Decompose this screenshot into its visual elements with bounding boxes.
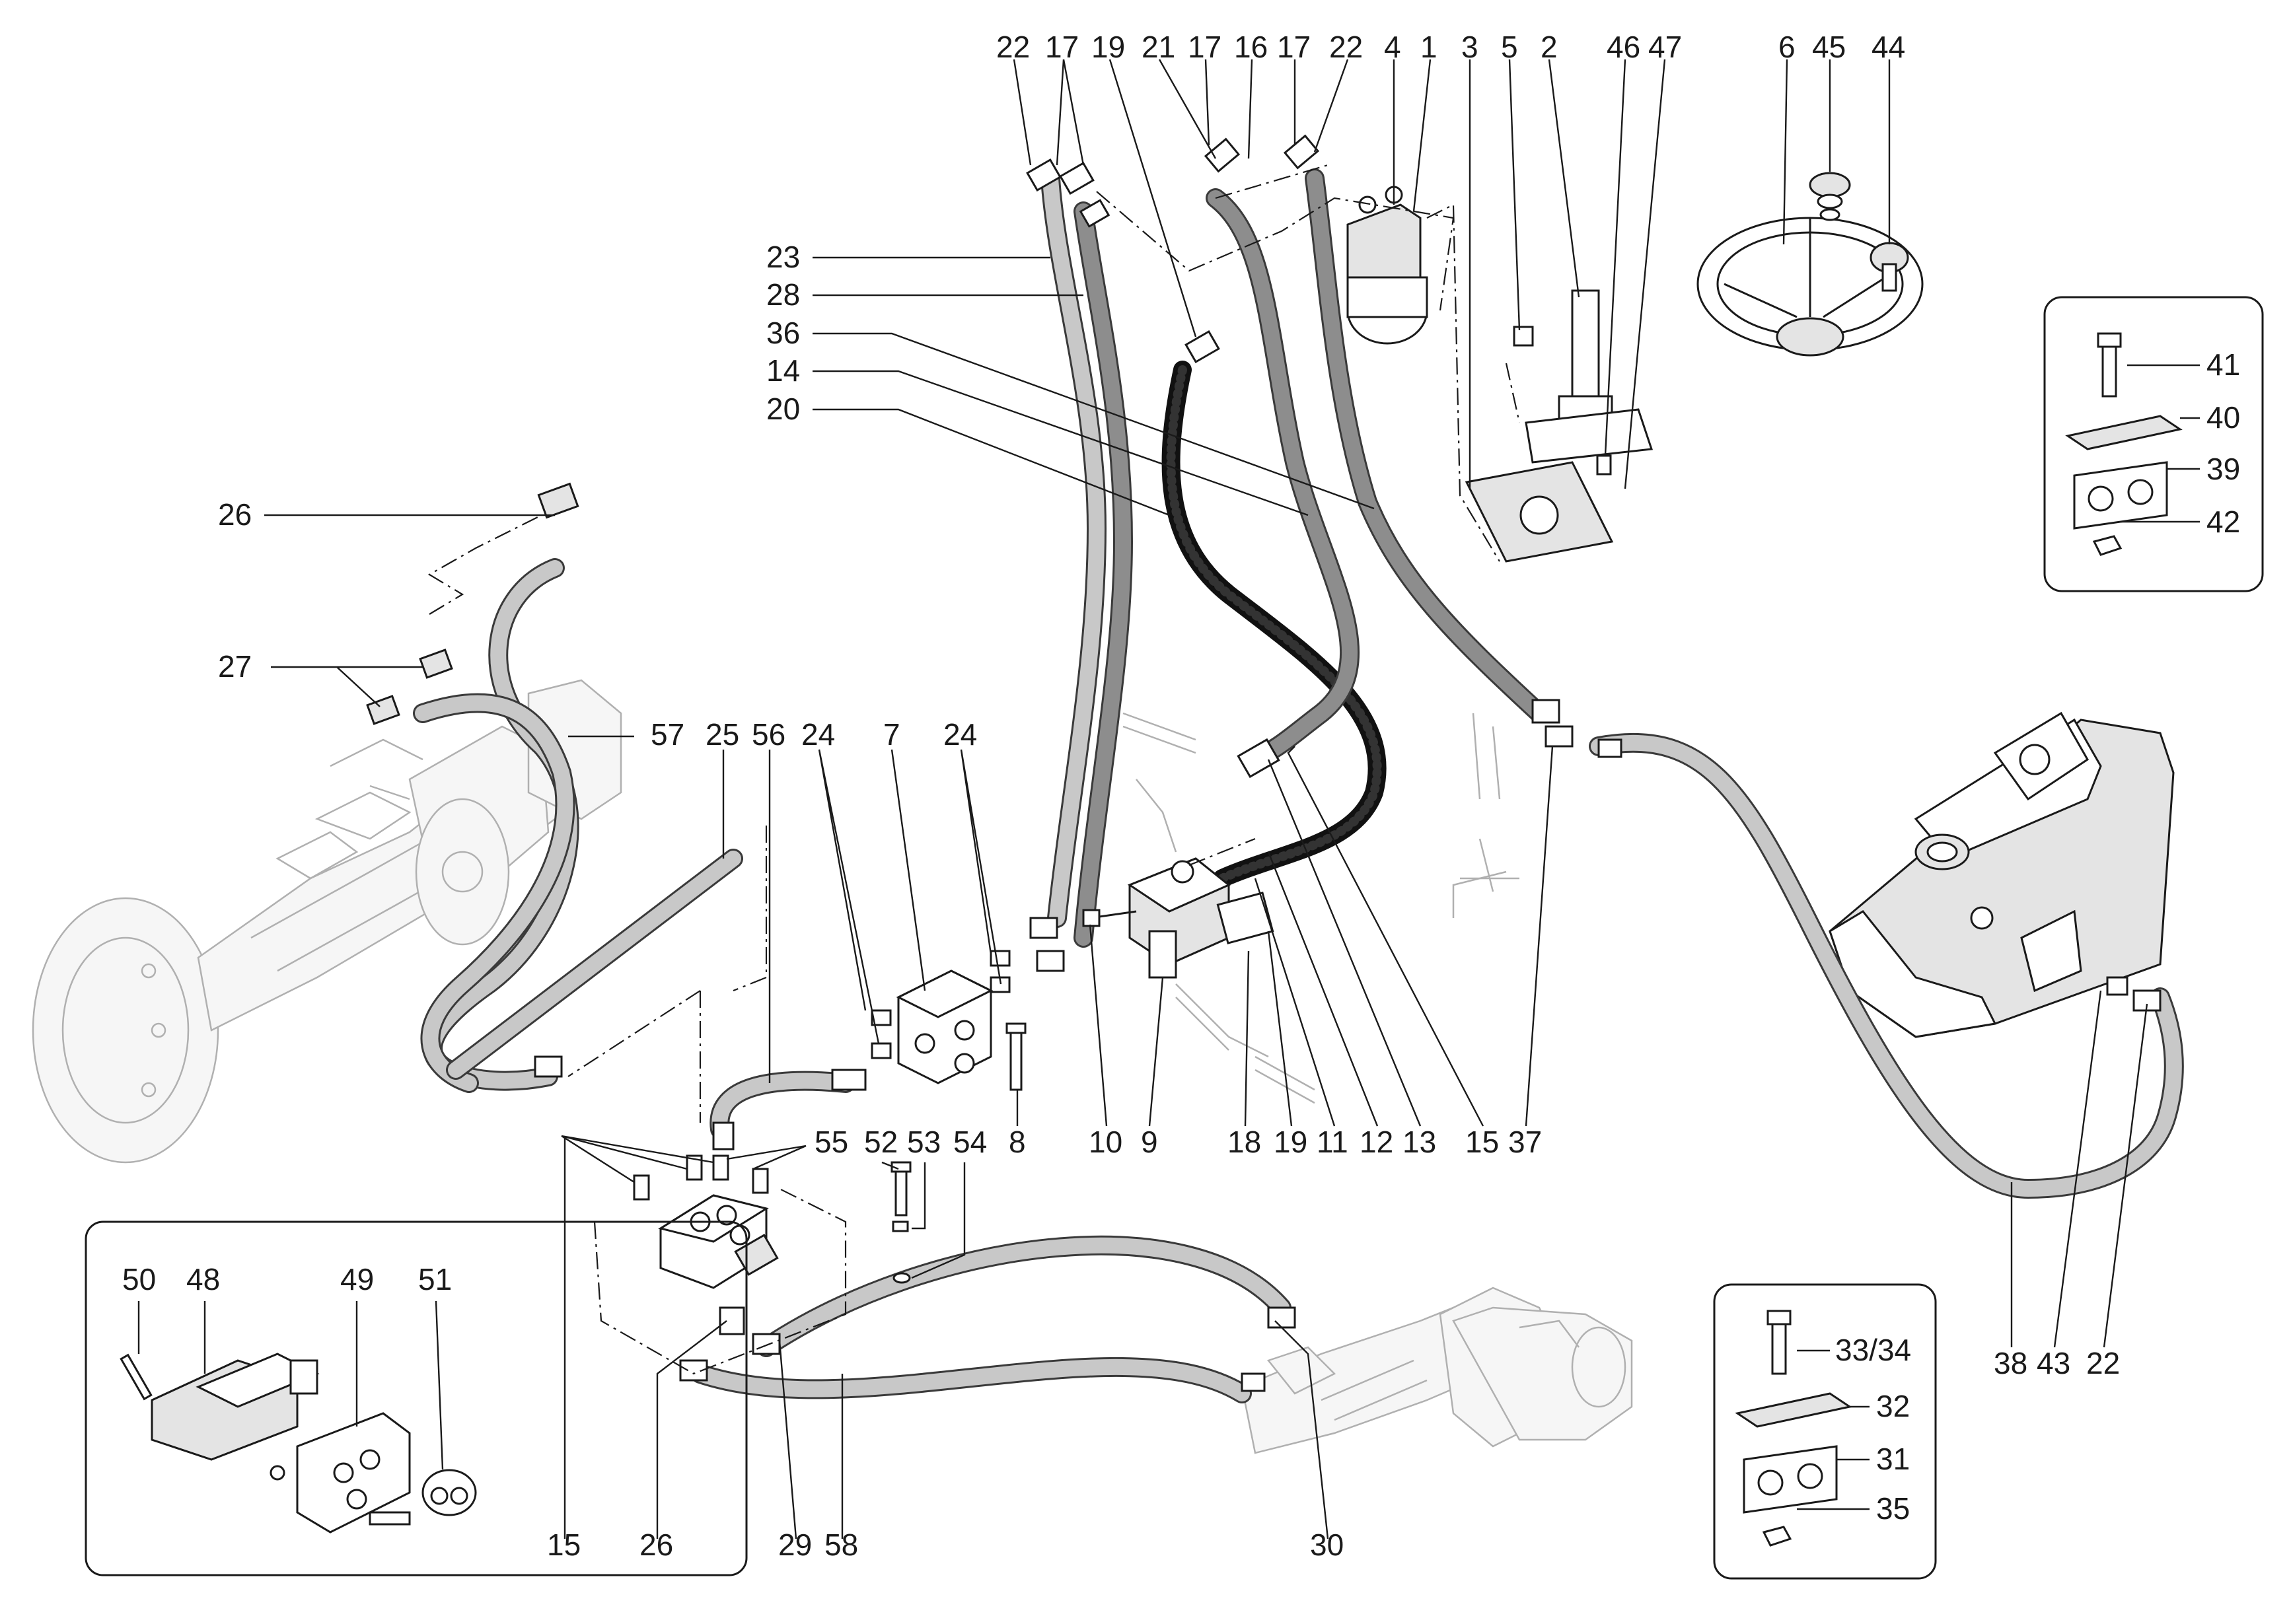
- callout-28: 28: [766, 277, 800, 312]
- callout-16: 16: [1234, 30, 1268, 64]
- callout-33-34: 33/34: [1835, 1333, 1911, 1367]
- callout-labels: 22 17 19 21 17 16 17 22 4 1 3 5 2 46 47 …: [122, 30, 2240, 1562]
- hose-23-28-to-valve[interactable]: [1040, 168, 1133, 948]
- callout-47: 47: [1648, 30, 1682, 64]
- callout-35: 35: [1876, 1491, 1910, 1526]
- callout-2: 2: [1541, 30, 1558, 64]
- callout-8: 8: [1009, 1125, 1026, 1159]
- callout-17: 17: [1045, 30, 1079, 64]
- callout-10: 10: [1089, 1125, 1122, 1159]
- callout-54: 54: [953, 1125, 987, 1159]
- callout-42: 42: [2206, 505, 2240, 539]
- callout-36: 36: [766, 316, 800, 350]
- hose-25-strip[interactable]: [446, 849, 743, 1080]
- callout-25: 25: [706, 717, 739, 752]
- callout-7: 7: [883, 717, 900, 752]
- steering-column[interactable]: [1465, 289, 1654, 563]
- callout-26: 26: [639, 1528, 673, 1562]
- hydraulic-tank-ghost[interactable]: [1829, 711, 2175, 1038]
- leader-lines: [137, 59, 2200, 1539]
- hose-29-58-to-rear-axle[interactable]: [690, 1235, 1291, 1403]
- callout-24: 24: [943, 717, 977, 752]
- callout-50: 50: [122, 1262, 156, 1296]
- callout-41: 41: [2206, 347, 2240, 382]
- steering-unit-orbitrol[interactable]: [1346, 186, 1428, 345]
- rear-axle-assembly-ghost: [1241, 1287, 1633, 1454]
- callout-30: 30: [1310, 1528, 1344, 1562]
- callout-37: 37: [1508, 1125, 1542, 1159]
- callout-26: 26: [218, 497, 252, 532]
- callout-49: 49: [340, 1262, 374, 1296]
- callout-6: 6: [1778, 30, 1796, 64]
- callout-1: 1: [1420, 30, 1437, 64]
- flow-divider-valve-9[interactable]: [1082, 857, 1274, 979]
- callout-56: 56: [752, 717, 785, 752]
- callout-40: 40: [2206, 400, 2240, 435]
- callout-31: 31: [1876, 1442, 1910, 1476]
- front-axle-assembly-ghost: [32, 679, 622, 1164]
- callout-32: 32: [1876, 1389, 1910, 1423]
- inset-box-clamp-kit-top: [2043, 296, 2264, 592]
- callout-53: 53: [907, 1125, 941, 1159]
- callout-4: 4: [1384, 30, 1401, 64]
- callout-13: 13: [1402, 1125, 1436, 1159]
- distribution-block-7[interactable]: [896, 970, 994, 1084]
- callout-21: 21: [1142, 30, 1175, 64]
- callout-20: 20: [766, 392, 800, 426]
- callout-17: 17: [1277, 30, 1311, 64]
- callout-19: 19: [1274, 1125, 1307, 1159]
- callout-52: 52: [864, 1125, 898, 1159]
- callout-14: 14: [766, 353, 800, 388]
- callout-58: 58: [824, 1528, 858, 1562]
- callout-29: 29: [778, 1528, 812, 1562]
- callout-15: 15: [1465, 1125, 1499, 1159]
- hose-20-dark[interactable]: [1161, 361, 1387, 888]
- inset-box-clamp-kit-bottom: [1713, 1283, 1937, 1580]
- callout-22: 22: [996, 30, 1030, 64]
- callout-12: 12: [1360, 1125, 1393, 1159]
- callout-5: 5: [1501, 30, 1518, 64]
- callout-22: 22: [1329, 30, 1363, 64]
- callout-45: 45: [1812, 30, 1846, 64]
- callout-23: 23: [766, 240, 800, 274]
- callout-19: 19: [1091, 30, 1125, 64]
- callout-39: 39: [2206, 452, 2240, 486]
- hose-56-short[interactable]: [709, 1071, 855, 1139]
- callout-57: 57: [651, 717, 684, 752]
- callout-48: 48: [186, 1262, 220, 1296]
- callout-46: 46: [1607, 30, 1640, 64]
- callout-38: 38: [1994, 1346, 2027, 1380]
- callout-17: 17: [1188, 30, 1221, 64]
- callout-44: 44: [1872, 30, 1905, 64]
- callout-51: 51: [418, 1262, 452, 1296]
- callout-18: 18: [1227, 1125, 1261, 1159]
- callout-43: 43: [2037, 1346, 2070, 1380]
- callout-15: 15: [547, 1528, 581, 1562]
- assembly-lines: [427, 164, 1521, 1375]
- hose-14-36[interactable]: [1206, 168, 1549, 769]
- callout-24: 24: [801, 717, 835, 752]
- callout-55: 55: [815, 1125, 848, 1159]
- callout-11: 11: [1317, 1125, 1348, 1159]
- hose-38-to-tank[interactable]: [1589, 732, 2184, 1199]
- bolt-52-washer-53-54[interactable]: [891, 1161, 912, 1284]
- hose-fittings[interactable]: [366, 134, 2162, 1392]
- callout-9: 9: [1141, 1125, 1158, 1159]
- callout-22: 22: [2086, 1346, 2120, 1380]
- inset-box-valve-kit: [85, 1220, 748, 1576]
- steering-wheel[interactable]: [1696, 172, 1924, 357]
- bolt-8[interactable]: [1005, 1022, 1027, 1091]
- callout-27: 27: [218, 649, 252, 684]
- callout-3: 3: [1461, 30, 1478, 64]
